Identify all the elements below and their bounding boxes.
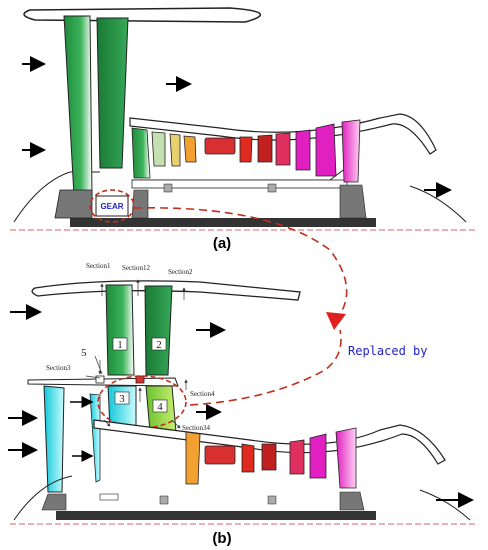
- section3-label: Section3: [46, 364, 71, 372]
- replacement-connector: [133, 207, 348, 321]
- stage-34-highlight-ellipse: [97, 375, 187, 429]
- section12-label: Section12: [122, 264, 150, 272]
- compressor-stages-a: [131, 119, 367, 219]
- gear-label: GEAR: [100, 202, 123, 211]
- stage-number-3: 3: [119, 393, 125, 405]
- section34-label: Section34: [182, 424, 210, 432]
- section4-label: Section4: [190, 390, 215, 398]
- inlet-blade-b: [43, 385, 65, 493]
- compressor-stages-b: [185, 427, 357, 489]
- panel-b: 1 2 3 4: [8, 262, 478, 547]
- shaft-b: [56, 511, 376, 520]
- gear-highlight-ellipse: [89, 189, 135, 223]
- gear-box: [95, 195, 129, 217]
- stage-1-blade: [105, 284, 135, 376]
- fan-blade-a: [63, 15, 93, 197]
- stage-number-5: 5: [81, 347, 87, 359]
- caption-b: (b): [212, 530, 231, 547]
- panel-a: GEAR (a): [10, 7, 478, 252]
- stage-number-1: 1: [117, 339, 123, 351]
- nacelle-a: [23, 7, 262, 23]
- hub-outline-a: [13, 171, 100, 223]
- shaft-a: [70, 218, 376, 227]
- stage-number-4: 4: [157, 401, 163, 413]
- section1-label: Section1: [86, 262, 111, 270]
- fan-outlet-vane-a: [96, 17, 129, 169]
- section2-label: Section2: [168, 268, 193, 276]
- replaced-by-label: Replaced by: [348, 344, 427, 358]
- section-markers: [98, 279, 188, 429]
- caption-a: (a): [213, 235, 231, 252]
- stage-number-2: 2: [156, 339, 162, 351]
- connector-arrowhead: [326, 312, 346, 330]
- stage-2-blade: [144, 285, 173, 376]
